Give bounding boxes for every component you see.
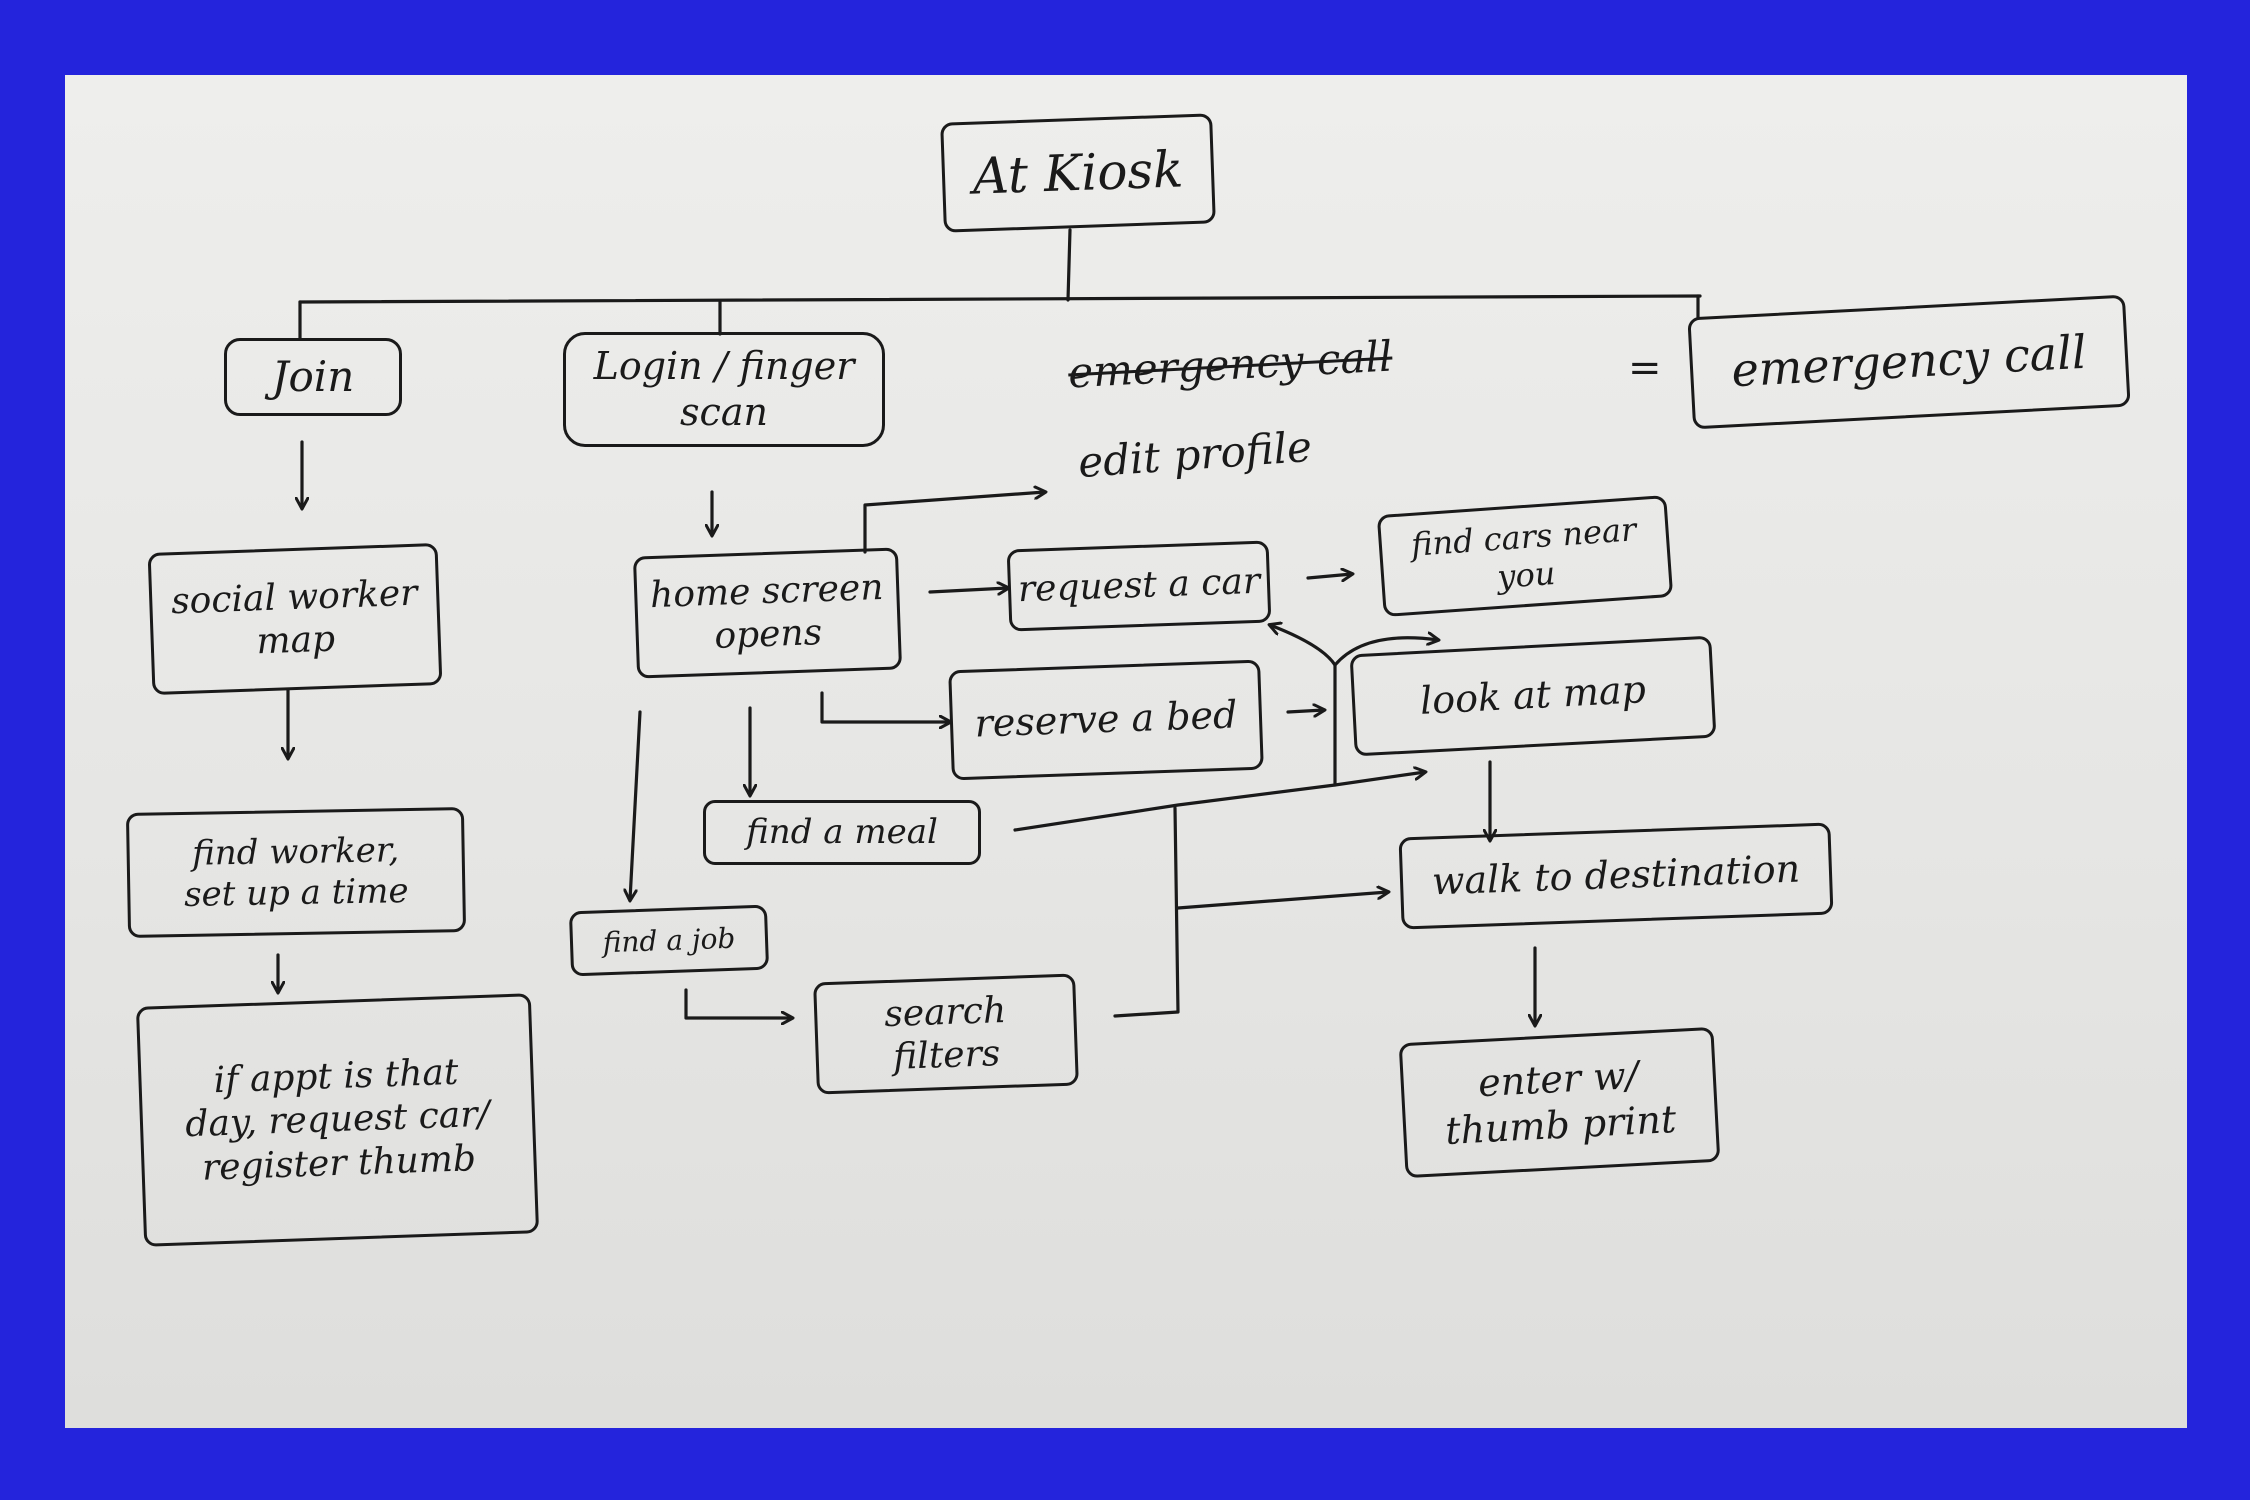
join-box: Join <box>224 338 402 416</box>
at-kiosk-box: At Kiosk <box>940 113 1216 233</box>
walk-to-destination-box: walk to destination <box>1398 822 1834 930</box>
social-worker-map-box: social worker map <box>147 542 443 696</box>
find-meal-box: find a meal <box>703 800 981 865</box>
equals-mark: = <box>1628 345 1662 391</box>
enter-thumb-print-box: enter w/ thumb print <box>1398 1026 1721 1179</box>
login-finger-scan-box: Login / finger scan <box>563 332 885 447</box>
reserve-bed-box: reserve a bed <box>948 659 1264 781</box>
find-job-box: find a job <box>568 904 770 977</box>
arrow-requestcar-to-findcars <box>1306 574 1352 578</box>
arrow-lookatmap-to-requestcar <box>1270 625 1337 667</box>
arrow-reservebed-to-lookatmap <box>1286 710 1324 712</box>
arrow-home-to-editprofile <box>863 492 1045 554</box>
search-filters-box: search filters <box>813 973 1079 1095</box>
emergency-call-box: emergency call <box>1687 294 2131 430</box>
kiosk-branch-bar <box>298 294 1702 304</box>
arrow-home-to-findjob <box>630 710 642 900</box>
home-screen-box: home screen opens <box>632 547 903 679</box>
arrow-findmeal-to-lookatmap <box>1013 772 1425 832</box>
appt-request-box: if appt is that day, request car/ regist… <box>135 993 540 1247</box>
arrow-home-to-reservebed <box>820 691 950 722</box>
request-car-box: request a car <box>1006 540 1272 632</box>
arrow-lookatmap-to-findcars <box>1333 638 1438 667</box>
look-at-map-box: look at map <box>1349 635 1717 757</box>
kiosk-stem <box>1066 228 1072 302</box>
find-worker-box: find worker, set up a time <box>125 807 467 938</box>
arrow-home-to-requestcar <box>928 588 1008 592</box>
arrow-search-to-walk <box>1113 806 1388 1018</box>
arrow-findjob-to-search <box>684 988 792 1018</box>
find-cars-near-you-box: find cars near you <box>1376 495 1674 617</box>
